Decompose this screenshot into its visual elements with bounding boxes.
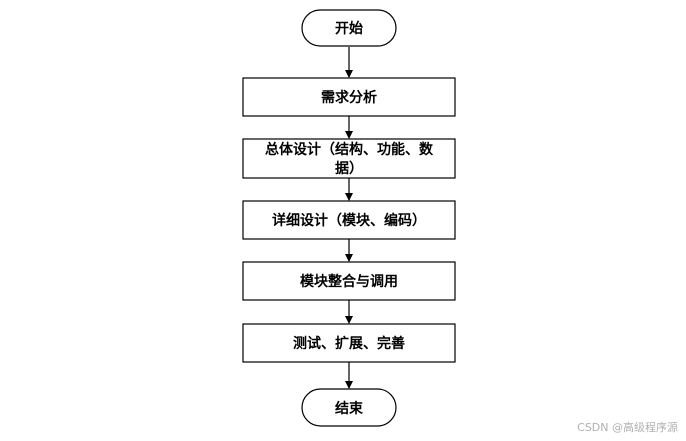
overall-design-node-label-line1: 总体设计（结构、功能、数 bbox=[265, 141, 434, 158]
integration-node-label: 模块整合与调用 bbox=[300, 273, 398, 290]
detail-design-node-label: 详细设计（模块、编码） bbox=[272, 212, 426, 229]
integration-node bbox=[242, 261, 456, 301]
requirements-node-label: 需求分析 bbox=[321, 89, 377, 106]
requirements-node bbox=[242, 77, 456, 117]
detail-design-node bbox=[242, 200, 456, 240]
overall-design-node-label-line2: 据） bbox=[335, 160, 363, 177]
overall-design-node bbox=[242, 138, 456, 179]
start-node bbox=[301, 9, 397, 47]
watermark: CSDN @高级程序源 bbox=[577, 421, 678, 434]
end-node-label: 结束 bbox=[335, 400, 364, 417]
start-node-label: 开始 bbox=[335, 20, 363, 37]
end-node bbox=[301, 388, 397, 427]
testing-node-label: 测试、扩展、完善 bbox=[293, 335, 405, 352]
testing-node bbox=[242, 323, 456, 363]
